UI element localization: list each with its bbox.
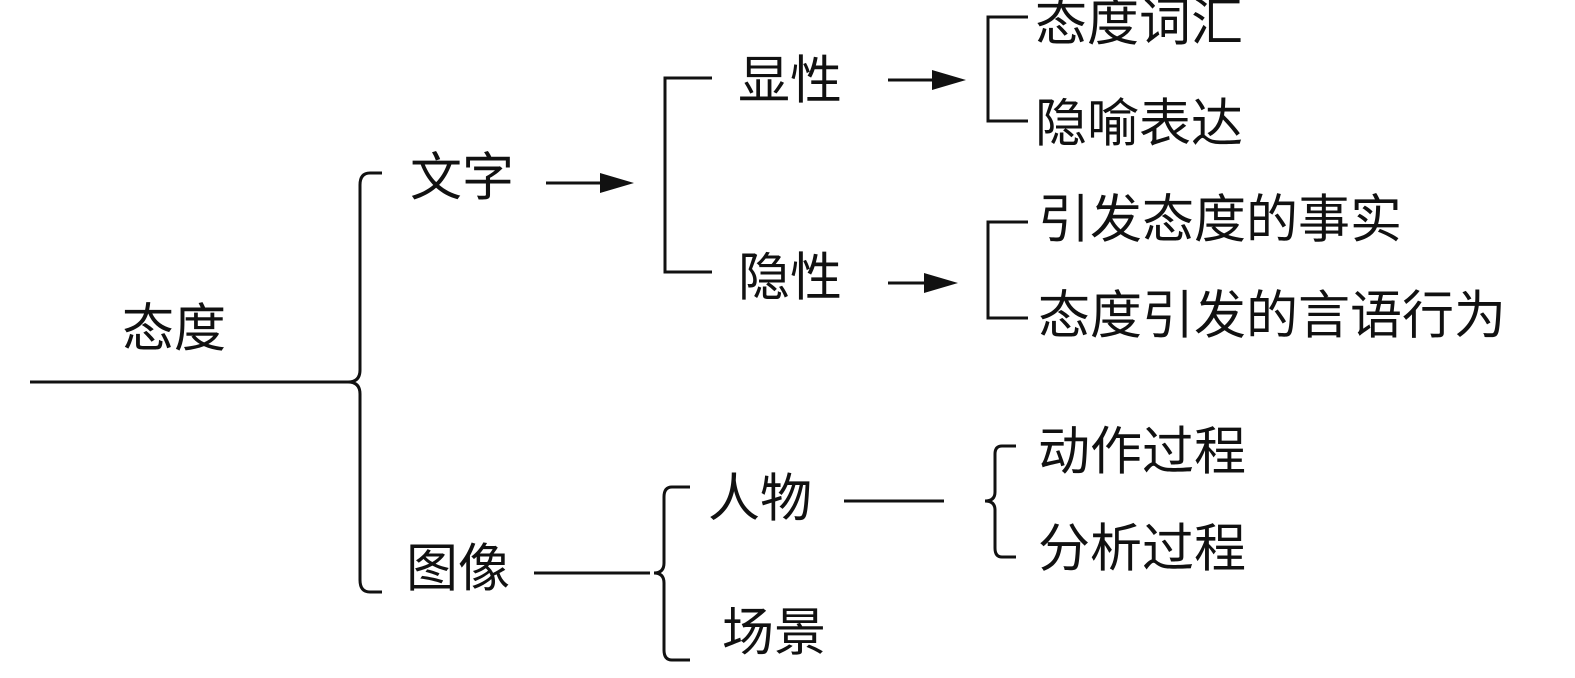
explicit-label: 显性	[738, 52, 842, 112]
explicit-item: 隐喻表达	[1035, 95, 1243, 155]
explicit-arrow-head	[932, 70, 966, 90]
implicit-arrow-head	[924, 273, 958, 293]
text-branch-label: 文字	[410, 149, 514, 209]
main-brace	[347, 171, 382, 594]
person-item: 动作过程	[1038, 423, 1246, 483]
root-label: 态度	[122, 300, 226, 360]
explicit-item: 态度词汇	[1035, 0, 1243, 54]
image-subbrace	[653, 485, 690, 662]
person-item: 分析过程	[1038, 520, 1246, 580]
text-subbracket	[663, 76, 712, 274]
explicit-bracket	[986, 15, 1028, 123]
implicit-item: 态度引发的言语行为	[1038, 287, 1506, 347]
implicit-bracket	[986, 220, 1028, 320]
implicit-label: 隐性	[738, 249, 842, 309]
scene-label: 场景	[722, 604, 826, 664]
image-branch-label: 图像	[406, 540, 510, 600]
text-arrow-head	[600, 173, 634, 193]
implicit-item: 引发态度的事实	[1038, 191, 1402, 251]
person-brace	[984, 444, 1016, 559]
person-label: 人物	[708, 470, 812, 530]
